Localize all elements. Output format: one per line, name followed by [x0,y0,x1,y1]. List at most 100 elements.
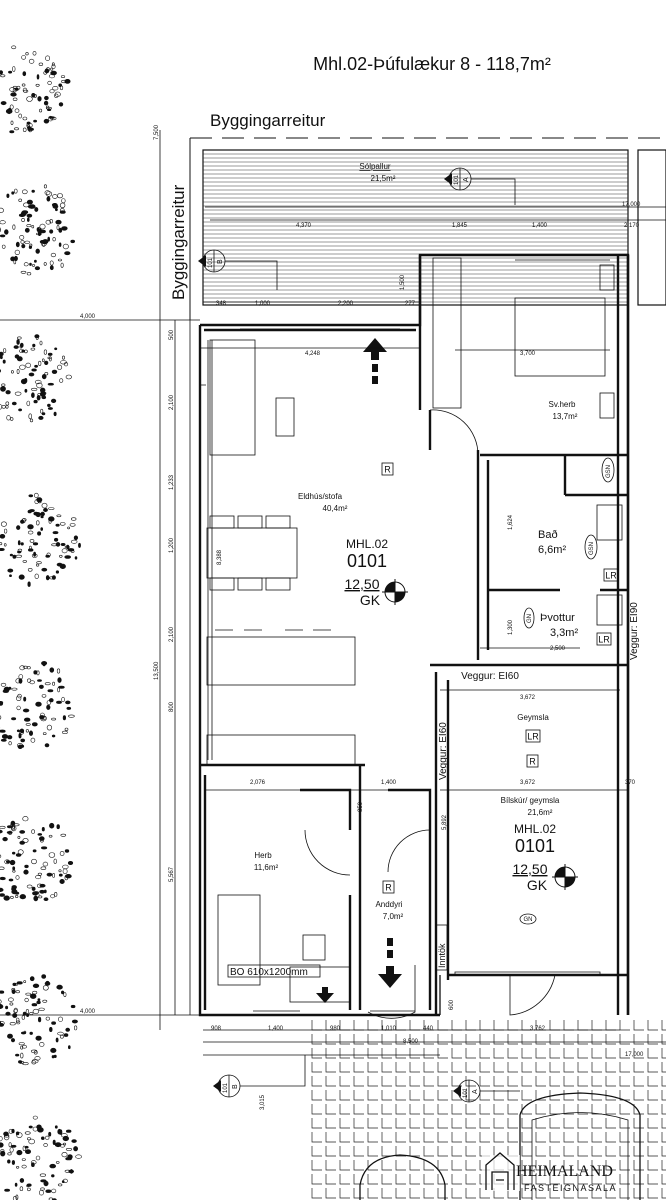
tree-leaf [38,415,44,420]
tree-leaf [45,1189,52,1193]
tree-leaf [18,198,23,203]
tree-leaf [10,1144,17,1148]
paving-tile [619,1020,630,1031]
svg-text:HEIMALAND: HEIMALAND [516,1163,613,1180]
room-area: 21,6m² [528,808,553,817]
svg-text:101: 101 [454,174,460,185]
wall-label: Veggur: EI90 [629,602,640,660]
tree-leaf [37,998,41,1002]
tree-leaf [21,1158,26,1161]
tree-leaf [70,517,77,521]
paving-tile [339,1076,350,1087]
tree-leaf [0,1142,4,1148]
paving-tile [395,1090,406,1101]
tree-leaf [0,715,2,720]
tree-leaf [12,1013,18,1018]
paving-tile [577,1132,588,1143]
tree-leaf [8,1142,12,1148]
tree-leaf [31,829,35,834]
paving-tile [479,1132,490,1143]
tree-leaf [13,259,17,265]
paving-tile [619,1034,630,1045]
tree-leaf [0,404,2,410]
tree-leaf [12,85,18,89]
paving-tile [647,1160,658,1171]
tree-leaf [16,368,20,374]
paving-tile [535,1160,546,1171]
tree-leaf [7,568,14,573]
tree-leaf [30,737,36,743]
tree-leaf [41,412,46,416]
paving-tile [367,1020,378,1031]
paving-tile [395,1160,406,1171]
paving-tile [353,1048,364,1059]
tree-leaf [23,980,27,983]
tree-leaf [0,854,2,858]
tree-leaf [16,1166,20,1169]
paving-tile [465,1048,476,1059]
tree-leaf [21,1044,27,1049]
tree-leaf [25,723,31,726]
tree-leaf [53,858,57,864]
room-area: 11,6m² [254,863,279,872]
paving-tile [339,1048,350,1059]
tree-leaf [63,1033,69,1037]
paving-tile [479,1048,490,1059]
paving-tile [311,1048,322,1059]
tree-leaf [54,347,58,351]
paving-tile [605,1104,616,1115]
svg-text:1,400: 1,400 [268,1026,284,1032]
paving-tile [423,1174,434,1185]
tree-leaf [53,1054,57,1058]
paving-tile [353,1146,364,1157]
tree-leaf [26,272,32,276]
tree-leaf [32,983,40,988]
paving-tile [605,1090,616,1101]
paving-tile [605,1118,616,1129]
paving-tile [423,1062,434,1073]
paving-tile [381,1118,392,1129]
tree-leaf [29,539,35,543]
tree-leaf [12,97,18,102]
tree-leaf [38,836,45,841]
tree-leaf [6,193,10,199]
tree-leaf [16,339,20,345]
paving-tile [577,1076,588,1087]
paving-tile [409,1090,420,1101]
paving-tile [395,1104,406,1115]
tree-leaf [18,678,23,684]
tree-leaf [30,1049,38,1053]
paving-tile [577,1174,588,1185]
tree-leaf [29,262,32,266]
tree-leaf [16,729,20,733]
tree-leaf [0,386,6,392]
paving-tile [451,1034,462,1045]
paving-tile [549,1174,560,1185]
tree-leaf [61,79,68,84]
svg-text:BO 610x1200mm: BO 610x1200mm [230,967,308,978]
paving-tile [479,1090,490,1101]
tree-leaf [16,981,23,985]
paving-tile [535,1118,546,1129]
paving-tile [619,1132,630,1143]
tree-leaf [59,210,66,214]
svg-text:1,233: 1,233 [169,474,175,490]
paving-tile [339,1062,350,1073]
paving-tile [479,1118,490,1129]
tree-leaf [4,528,8,534]
tree-leaf [31,1003,38,1007]
tree-leaf [55,570,60,574]
tree-leaf [61,548,68,554]
paving-tile [605,1034,616,1045]
tree-leaf [40,846,48,850]
tree-leaf [13,1008,18,1014]
paving-tile [661,1132,666,1143]
tree-leaf [27,581,31,587]
tree-leaf [33,895,39,902]
tree-leaf [40,408,44,414]
paving-tile [479,1146,490,1157]
tree-leaf [30,347,36,351]
svg-text:5,892: 5,892 [442,814,448,830]
tree-leaf [59,554,63,558]
tree-leaf [7,1033,13,1039]
